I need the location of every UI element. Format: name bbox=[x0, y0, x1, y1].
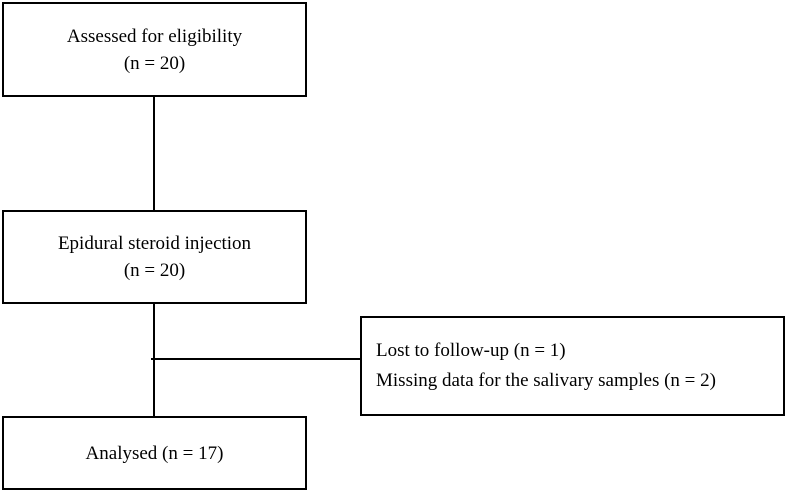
box-epidural-injection-count: (n = 20) bbox=[123, 260, 186, 281]
box-assessed-eligibility: Assessed for eligibility (n = 20) bbox=[2, 2, 307, 97]
connector-injection-to-analysed bbox=[153, 304, 155, 416]
connector-eligibility-to-injection bbox=[153, 97, 155, 210]
box-exclusions: Lost to follow-up (n = 1) Missing data f… bbox=[360, 316, 785, 416]
box-assessed-eligibility-count: (n = 20) bbox=[123, 52, 186, 74]
box-assessed-eligibility-title: Assessed for eligibility bbox=[66, 25, 243, 47]
connector-branch-to-exclusions bbox=[151, 358, 361, 360]
box-analysed: Analysed (n = 17) bbox=[2, 416, 307, 490]
exclusion-lost-follow-up: Lost to follow-up (n = 1) bbox=[376, 340, 566, 361]
box-epidural-injection-title: Epidural steroid injection bbox=[57, 233, 252, 254]
box-epidural-injection: Epidural steroid injection (n = 20) bbox=[2, 210, 307, 304]
exclusion-missing-salivary-data: Missing data for the salivary samples (n… bbox=[376, 370, 716, 391]
box-analysed-title: Analysed (n = 17) bbox=[85, 442, 224, 464]
